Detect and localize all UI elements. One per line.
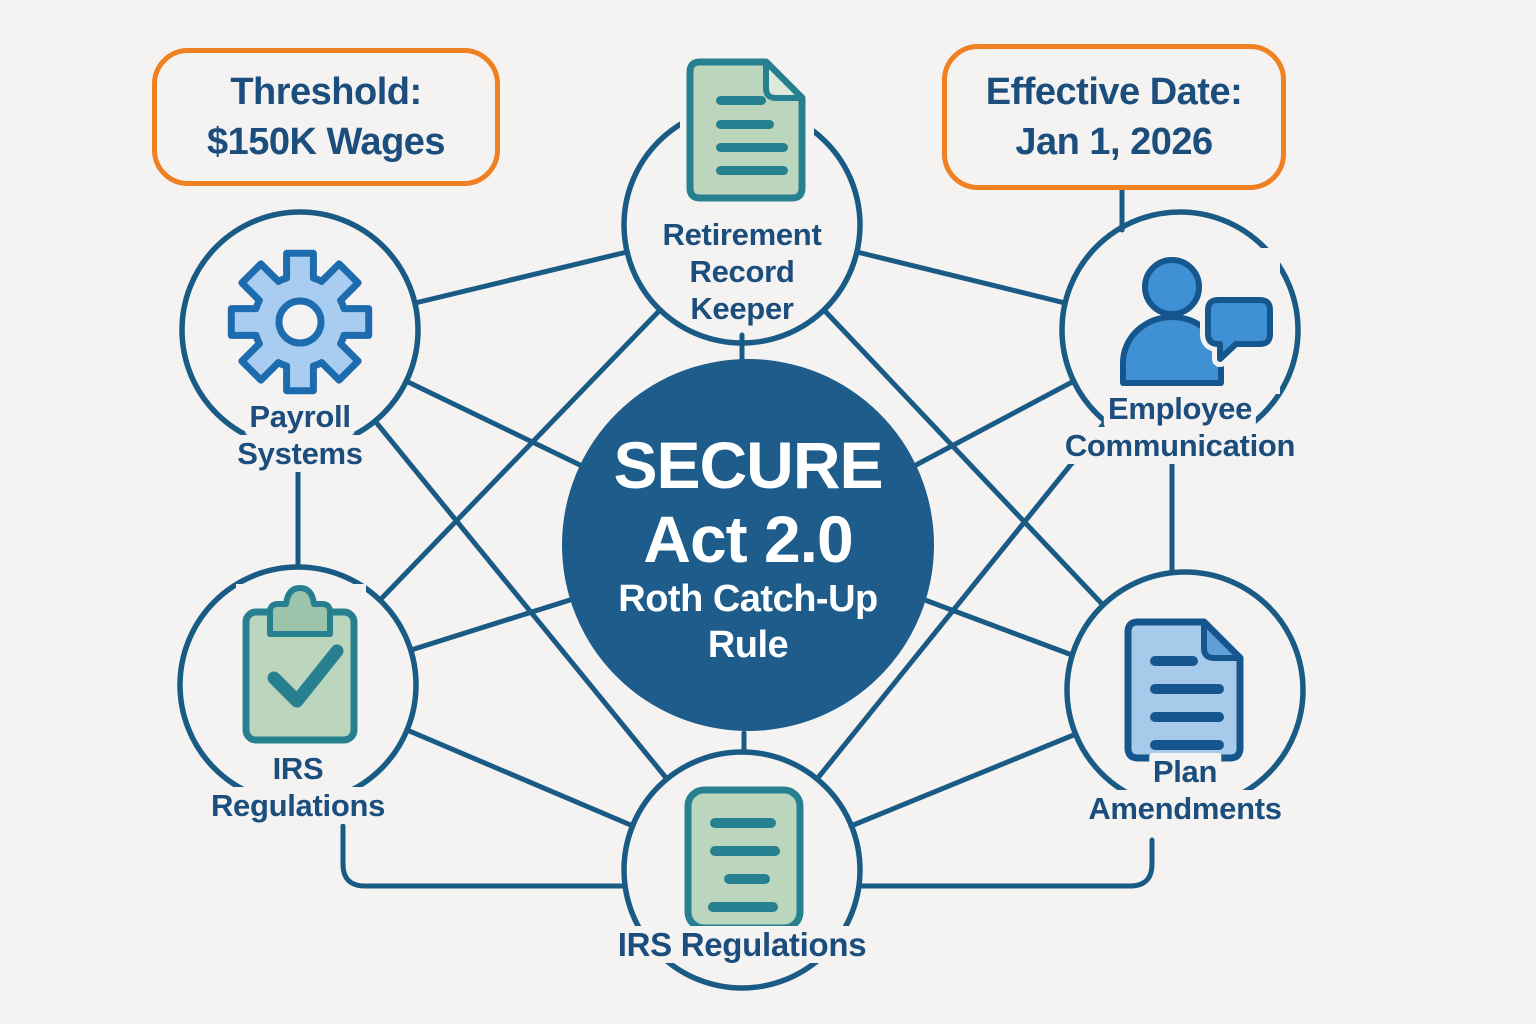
node-label-line: IRS: [268, 750, 328, 787]
hub-title-line: SECURE: [613, 428, 883, 502]
effective-date-callout: Effective Date: Jan 1, 2026: [942, 44, 1286, 190]
connector-line: [922, 597, 1075, 658]
document-lines-icon: [678, 780, 812, 938]
connector-line: [408, 597, 573, 653]
document-line: [710, 846, 780, 856]
node-circle-irs-regulations-bottom: [621, 749, 863, 991]
gear-hub-hole: [275, 297, 325, 347]
document-line: [710, 818, 776, 828]
connector-line: [854, 249, 1068, 306]
document-line: [708, 902, 778, 912]
document-line: [724, 874, 770, 884]
node-label-line: Communication: [1060, 427, 1300, 464]
document-line: [716, 120, 774, 129]
connector-line: [372, 418, 670, 782]
clipboard-clip: [267, 585, 333, 637]
node-label-line: Employee: [1103, 390, 1257, 427]
node-label-payroll-systems: Payroll Systems: [233, 398, 367, 472]
node-label-line: Retirement: [658, 216, 826, 253]
checkmark: [267, 644, 344, 708]
document-line: [1150, 712, 1224, 722]
person-chat-icon: [1108, 248, 1280, 394]
node-label-irs-regulations-bottom: IRS Regulations: [613, 926, 871, 963]
node-label-retirement-record-keeper: Retirement Record Keeper: [658, 216, 826, 327]
hub-title-line: Act 2.0: [643, 502, 853, 576]
chat-bubble: [1205, 297, 1273, 362]
node-label-line: Payroll: [245, 398, 355, 435]
node-label-line: Amendments: [1084, 790, 1286, 827]
document-line: [1150, 656, 1198, 666]
center-hub-circle: [562, 359, 934, 731]
connection-lines: [295, 187, 1175, 889]
document-fold: [1201, 619, 1243, 661]
node-label-line: Record: [685, 253, 799, 290]
connector-line: [377, 307, 663, 603]
gear-icon: [218, 240, 382, 404]
document-fold: [763, 59, 805, 101]
clipboard-check-icon: [236, 584, 366, 750]
person-head: [1142, 257, 1202, 317]
node-label-line: Keeper: [686, 290, 798, 327]
document-line: [1150, 684, 1224, 694]
node-label-line: IRS Regulations: [613, 926, 871, 963]
node-label-plan-amendments: Plan Amendments: [1084, 753, 1286, 827]
node-label-line: Regulations: [206, 787, 390, 824]
document-line: [716, 96, 766, 105]
hub-subtitle-line: Rule: [707, 624, 789, 666]
callout-line: Effective Date:: [985, 71, 1243, 113]
threshold-callout: Threshold: $150K Wages: [152, 48, 500, 186]
document-line: [716, 166, 788, 175]
node-label-irs-regulations-left: IRS Regulations: [206, 750, 390, 824]
callout-line: Threshold:: [230, 71, 422, 113]
document-line: [1150, 740, 1224, 750]
callout-line: Jan 1, 2026: [1015, 121, 1213, 163]
connector-line: [403, 378, 583, 468]
node-label-line: Systems: [233, 435, 367, 472]
connector-line: [404, 727, 636, 829]
callout-line: $150K Wages: [206, 121, 446, 163]
hub-subtitle-line: Roth Catch-Up: [618, 578, 878, 620]
center-hub-label: SECURE Act 2.0 Roth Catch-Up Rule: [613, 428, 883, 668]
connector-line: [848, 731, 1079, 829]
document-line: [716, 143, 788, 152]
connector-line: [412, 249, 630, 306]
elbow-connector: [857, 837, 1155, 889]
node-label-line: Plan: [1148, 753, 1222, 790]
elbow-connector: [340, 823, 627, 889]
connector-line: [913, 378, 1077, 468]
document-text-icon: [1118, 612, 1252, 768]
document-icon: [680, 52, 814, 208]
connector-line: [814, 418, 1109, 782]
connector-line: [821, 307, 1106, 608]
node-label-employee-communication: Employee Communication: [1060, 390, 1300, 464]
